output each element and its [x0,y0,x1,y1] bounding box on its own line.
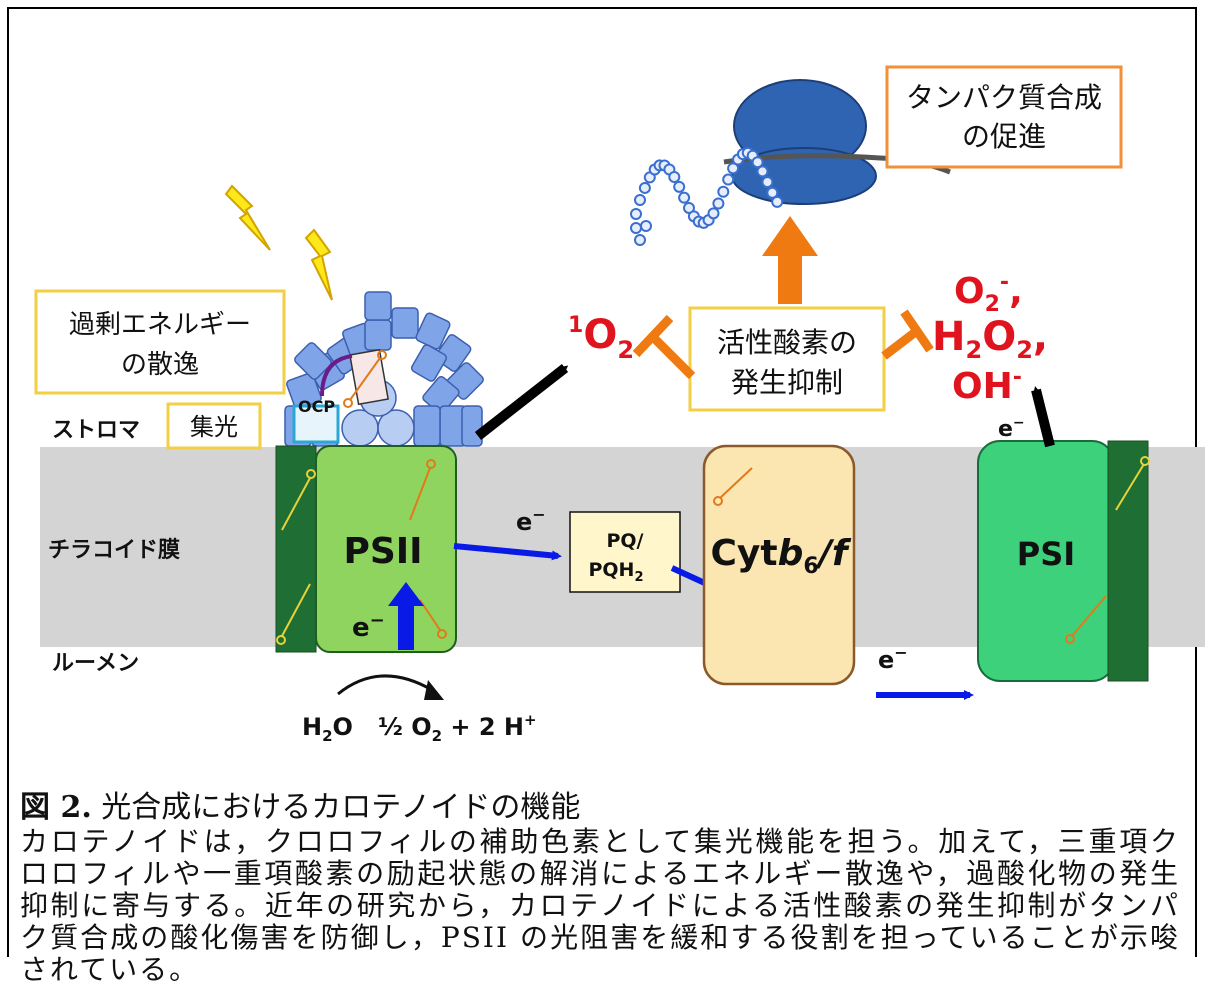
ocp-box [292,404,340,444]
lightning-bolt-icon [224,184,271,251]
protein-synthesis-box [885,65,1123,169]
peptide-bead [766,186,779,199]
ocp-arc [320,354,353,397]
hydroxyl-radical-label: OH- [952,365,1022,407]
carotenoid-protein-box [349,348,389,406]
peptide-bead [727,162,740,175]
peptide-bead [634,234,646,246]
peptide-bead [668,170,681,183]
ros-suppression-line1: 活性酸素の [717,326,857,359]
electron-transfer-arrow [453,543,562,561]
peptide-bead [638,181,651,194]
peptide-bead [761,176,774,189]
promotion-up-arrow [762,216,818,304]
peptide-bead [717,185,730,198]
psi-light-harvesting-side [1107,440,1149,682]
pq-label-line2: PQH2 [588,559,643,585]
singlet-oxygen-label: 1O2 [568,312,634,364]
peptide-bead [707,207,720,220]
water-label: H2O [302,713,353,745]
pq-label-line1: PQ/ [606,530,643,552]
lumen-label: ルーメン [52,651,139,676]
protein-synthesis-line2: の促進 [962,120,1046,153]
carotenoid-molecule-icon [1065,595,1107,644]
peptide-bead [630,222,642,234]
singlet-oxygen-generation-arrow [474,364,569,440]
electron-up-arrow [388,582,424,650]
peptide-bead [751,156,764,169]
pq-pool-box [569,511,681,593]
peptide-bead [678,191,691,204]
carotenoid-molecule-icon [1115,456,1150,511]
peptide-bead [640,220,652,232]
psii-label: PSII [343,531,422,572]
carotenoid-molecule-icon [343,350,387,408]
energy-dissipation-line1: 過剰エネルギー [69,310,251,340]
peptide-bead [722,173,735,186]
light-harvesting-label: 集光 [190,413,238,441]
peptide-chain [630,146,784,246]
light-harvesting-box [166,402,262,450]
electron-label: e− [516,505,546,536]
lightning-bolt-icon [304,228,333,301]
figure-number: 図 2. [20,790,92,825]
carotenoid-molecule-icon [409,459,447,639]
inhibition-bar-left [632,314,696,380]
peptide-bead [634,194,646,206]
figure-caption-title: 図 2. 光合成におけるカロテノイドの機能 [20,782,580,826]
carotenoid-molecule-icon [713,467,753,506]
figure-caption-body: カロテノイドは，クロロフィルの補助色素として集光機能を担う。加えて，三重項クロロ… [20,825,1180,986]
carotenoid-molecule-icon [276,469,316,645]
superoxide-label: O2-, [954,270,1023,317]
peptide-bead [673,180,686,193]
psi-label: PSI [1017,535,1075,573]
ros-suppression-box [688,306,886,412]
membrane-label: チラコイド膜 [48,538,180,563]
protein-synthesis-line1: タンパク質合成 [906,81,1102,114]
ros-generation-arrow [1031,386,1055,448]
energy-dissipation-line2: の散逸 [121,350,199,380]
water-splitting-arrow [337,674,433,696]
cytb6f-complex [702,444,856,686]
water-splitting-arrowhead [424,680,444,700]
ocp-label: OCP [298,397,335,416]
energy-dissipation-box [34,289,286,395]
inhibition-bar-right [881,309,934,360]
cytb6f-label: Cytb6/f [710,533,851,579]
electron-label: e− [878,643,908,674]
stroma-label: ストロマ [52,418,140,443]
peptide-bead [771,195,784,208]
peptide-bead [712,197,725,210]
psii-electron-label: e− [352,610,385,643]
electron-label: e− [998,415,1025,442]
hydrogen-peroxide-label: H2O2, [932,314,1048,364]
figure-title: 光合成におけるカロテノイドの機能 [91,790,581,825]
ros-suppression-line2: 発生抑制 [731,366,843,399]
oxygen-proton-label: ½ O2 + 2 H+ [378,711,537,745]
photosynthesis-diagram: ストロマ チラコイド膜 ルーメン 過剰エネルギー の散逸 集光 [34,65,1205,745]
peptide-bead [756,165,769,178]
peptide-bead [630,208,642,220]
